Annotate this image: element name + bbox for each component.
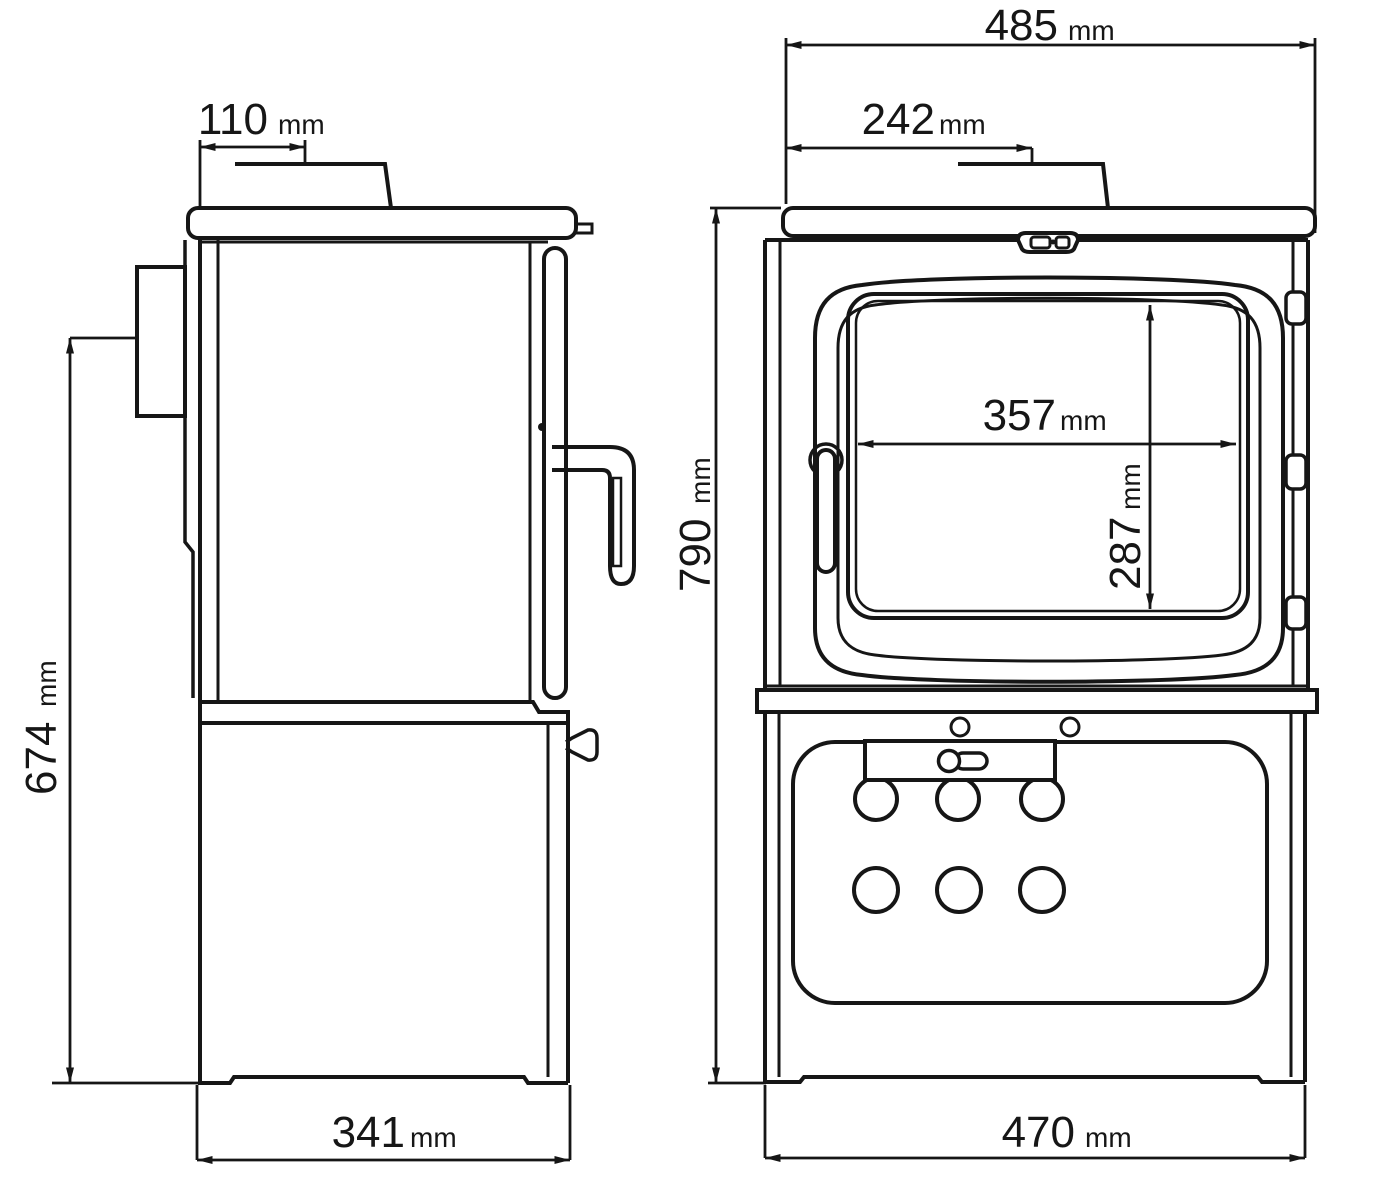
front-air-hole-bottom-3	[1018, 866, 1066, 914]
dim-flue-front-unit: mm	[939, 109, 986, 140]
front-mid-shelf	[755, 688, 1319, 714]
side-door-handle	[552, 445, 636, 587]
front-air-slider-knob	[936, 748, 962, 774]
dim-overall-height-value: 790	[671, 519, 720, 592]
dim-glass-height: 287 mm	[1101, 305, 1154, 609]
side-base-bottom	[198, 1075, 568, 1085]
side-mid-shelf-top	[200, 700, 570, 723]
dim-glass-height-value: 287	[1101, 517, 1150, 590]
front-door-handle	[815, 448, 837, 574]
dim-rear-flue-value: 674	[17, 722, 66, 795]
dim-width-top: 485 mm	[784, 1, 1317, 233]
side-rear-flue-box	[135, 265, 187, 418]
side-door-handle-slot	[611, 476, 623, 568]
front-hinge-middle	[1284, 453, 1308, 491]
side-view: 110 mm 674 mm 341 mm	[17, 95, 636, 1164]
front-glass-inner	[854, 299, 1242, 613]
dim-glass-height-label: 287 mm	[1101, 463, 1150, 590]
front-door-outer	[813, 275, 1285, 684]
front-view: 485 mm 242 mm 357 mm 287 mm	[671, 1, 1319, 1162]
front-air-hole-bottom-1	[852, 866, 900, 914]
dim-width-top-value: 485	[985, 1, 1058, 50]
dim-rear-flue-unit: mm	[31, 660, 62, 707]
front-door-inner	[836, 296, 1262, 663]
dim-overall-height: 790 mm	[671, 206, 781, 1085]
dim-depth-value: 341	[332, 1108, 405, 1157]
side-flue-collar	[229, 162, 394, 210]
dim-glass-width-unit: mm	[1060, 405, 1107, 436]
dim-glass-width-value: 357	[983, 391, 1056, 440]
front-hinge-top	[1284, 290, 1308, 326]
front-base-bottom	[765, 1075, 1305, 1084]
front-bolt-left	[949, 716, 971, 738]
dim-depth-unit: mm	[410, 1122, 457, 1153]
dim-flue-side-unit: mm	[278, 109, 325, 140]
front-door-latch	[1015, 231, 1081, 254]
front-air-hole-top-2	[935, 776, 981, 822]
dim-flue-front: 242 mm	[786, 95, 1034, 162]
dim-width-base: 470 mm	[763, 1085, 1307, 1162]
dim-width-top-unit: mm	[1068, 15, 1115, 46]
dim-overall-height-unit: mm	[685, 457, 716, 504]
side-top-plate	[186, 206, 578, 240]
front-hinge-bottom	[1284, 595, 1308, 631]
dim-flue-front-value: 242	[862, 95, 935, 144]
dim-rear-flue-label: 674 mm	[17, 660, 66, 795]
dim-depth: 341 mm	[195, 1085, 572, 1164]
front-bolt-right	[1059, 716, 1081, 738]
side-top-tab	[574, 222, 594, 235]
side-door-slab	[542, 246, 568, 700]
front-glass-frame	[846, 292, 1250, 620]
dim-glass-height-unit: mm	[1115, 463, 1146, 510]
dim-width-base-value: 470	[1002, 1108, 1075, 1157]
front-flue-collar	[953, 162, 1111, 210]
dim-flue-side-value: 110	[198, 95, 268, 144]
dim-rear-flue-height: 674 mm	[17, 336, 198, 1085]
front-air-hole-top-1	[853, 776, 899, 822]
dim-glass-width: 357 mm	[858, 391, 1236, 448]
front-air-hole-bottom-2	[935, 866, 983, 914]
side-door-rivet	[538, 423, 546, 431]
dim-overall-height-label: 790 mm	[671, 457, 720, 592]
side-base-door-knob	[565, 728, 599, 762]
dim-width-base-unit: mm	[1085, 1122, 1132, 1153]
front-air-hole-top-3	[1019, 776, 1065, 822]
dim-flue-side: 110 mm	[198, 95, 325, 206]
